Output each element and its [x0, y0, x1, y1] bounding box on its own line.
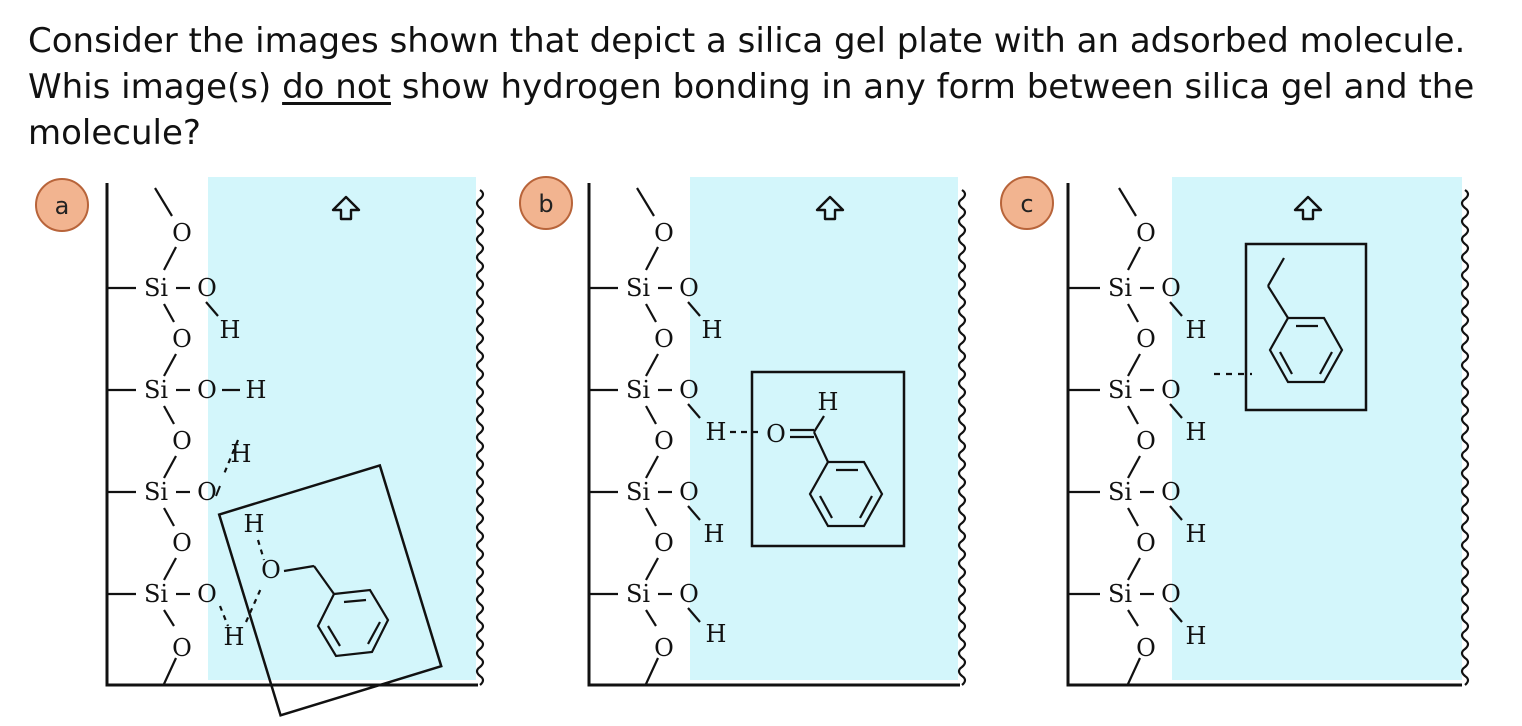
panel-a-oh-o-1: O — [197, 274, 217, 302]
panel-a-badge-label: a — [55, 192, 70, 220]
panel-c-oh-o-1: O — [1161, 274, 1181, 302]
panel-b-molecule-box — [750, 370, 906, 548]
question-underlined: do not — [282, 67, 391, 107]
panel-b-bridge-o-2: O — [654, 325, 674, 353]
panel-a-bridge-o-2: O — [172, 325, 192, 353]
up-arrow-icon — [331, 195, 361, 221]
panel-a-oh-h-3: H — [231, 440, 252, 468]
panel-c-solvent — [1172, 177, 1462, 680]
panel-a-oh-o-4: O — [197, 580, 217, 608]
panel-c-oh-o-4: O — [1161, 580, 1181, 608]
panel-c-silica-chain — [1069, 187, 1183, 685]
question-part2: show hydrogen bonding in any form betwee… — [28, 67, 1475, 153]
panel-b-solvent — [690, 177, 958, 680]
panel-b-oh-o-1: O — [679, 274, 699, 302]
panel-c-oh-h-1: H — [1186, 316, 1207, 344]
up-arrow-icon — [815, 195, 845, 221]
panel-b-oh-o-4: O — [679, 580, 699, 608]
panel-c-si-1: Si — [1108, 274, 1132, 302]
panel-a-solvent — [208, 177, 476, 680]
panel-b-oh-h-2: H — [706, 418, 727, 446]
panel-b-si-1: Si — [626, 274, 650, 302]
panel-a-oh-h-4: H — [224, 623, 245, 651]
panel-a-benzyl — [283, 564, 390, 658]
panel-a-oh-o-2: O — [197, 376, 217, 404]
panel-b-mol-h: H — [818, 388, 839, 416]
benzene-ring-icon — [808, 460, 884, 528]
panel-c-molecule-box — [1244, 242, 1368, 412]
panel-b-bridge-o-5: O — [654, 634, 674, 662]
panel-b-badge-label: b — [538, 190, 553, 218]
wavy-edge-icon — [957, 189, 967, 686]
panel-a-bridge-o-1: O — [172, 219, 192, 247]
panel-a-bridge-o-4: O — [172, 529, 192, 557]
benzene-ring-icon — [316, 588, 390, 658]
panel-a-si-4: Si — [144, 580, 168, 608]
panel-a-h3-o3-bond — [215, 485, 221, 497]
panel-a-molecule — [217, 463, 443, 717]
panel-b-oh-o-2: O — [679, 376, 699, 404]
panel-a-mol-o: O — [261, 556, 281, 584]
panel-c-oh-h-2: H — [1186, 418, 1207, 446]
panel-c-oh-h-3: H — [1186, 520, 1207, 548]
panel-a-molecule-box — [217, 463, 443, 717]
panel-b-si-4: Si — [626, 580, 650, 608]
panel-a-si-1: Si — [144, 274, 168, 302]
panel-b-benzaldehyde — [790, 415, 884, 528]
panel-a: a O Si O O — [35, 177, 485, 717]
panel-b-si-2: Si — [626, 376, 650, 404]
panel-b-oh-h-1: H — [702, 316, 723, 344]
benzene-ring-icon — [1268, 316, 1344, 384]
panel-c-oh-h-4: H — [1186, 622, 1207, 650]
panel-c-bridge-o-4: O — [1136, 529, 1156, 557]
panel-c-bridge-o-1: O — [1136, 219, 1156, 247]
wavy-edge-icon — [475, 189, 485, 686]
panel-a-si-3: Si — [144, 478, 168, 506]
panel-a-frame — [105, 183, 478, 687]
panel-a-oh-h-2: H — [246, 376, 267, 404]
panel-b-oh-h-3: H — [704, 520, 725, 548]
up-arrow-icon — [1293, 195, 1323, 221]
panel-c-bridge-o-3: O — [1136, 427, 1156, 455]
question-part1: Consider the images shown that depict a … — [28, 21, 1466, 107]
panel-a-silica-chain — [108, 187, 240, 685]
panel-c-ethylbenzene — [1267, 257, 1344, 384]
panel-b-si-3: Si — [626, 478, 650, 506]
panel-c-bridge-o-2: O — [1136, 325, 1156, 353]
panel-a-bridge-o-5: O — [172, 634, 192, 662]
panel-a-mol-h: H — [244, 510, 265, 538]
panel-c-oh-o-3: O — [1161, 478, 1181, 506]
panel-c-bridge-o-5: O — [1136, 634, 1156, 662]
panel-c-badge-label: c — [1020, 190, 1033, 218]
wavy-edge-icon — [1460, 189, 1470, 686]
panel-a-si-2: Si — [144, 376, 168, 404]
panel-b-frame — [587, 183, 960, 687]
panel-c-si-4: Si — [1108, 580, 1132, 608]
panel-b-oh-o-3: O — [679, 478, 699, 506]
panel-c-si-3: Si — [1108, 478, 1132, 506]
panel-b-silica-chain — [590, 187, 701, 685]
panel-a-bridge-o-3: O — [172, 427, 192, 455]
panel-b-bridge-o-3: O — [654, 427, 674, 455]
panel-a-oh-h-1: H — [220, 316, 241, 344]
panel-c-si-2: Si — [1108, 376, 1132, 404]
panel-c-oh-o-2: O — [1161, 376, 1181, 404]
question-text: Consider the images shown that depict a … — [28, 18, 1498, 156]
panel-c-frame — [1066, 183, 1462, 687]
panel-c: c O Si — [1000, 176, 1470, 687]
panel-a-oh-o-3: O — [197, 478, 217, 506]
panel-c-badge — [1000, 176, 1054, 230]
panel-a-badge — [35, 178, 89, 232]
panel-b-bridge-o-1: O — [654, 219, 674, 247]
panel-a-hbonds — [218, 439, 266, 627]
panel-b-badge — [519, 176, 573, 230]
panel-b-oh-h-4: H — [706, 620, 727, 648]
panel-b: b O Si — [519, 176, 967, 687]
panel-b-mol-o: O — [766, 420, 786, 448]
panel-b-bridge-o-4: O — [654, 529, 674, 557]
